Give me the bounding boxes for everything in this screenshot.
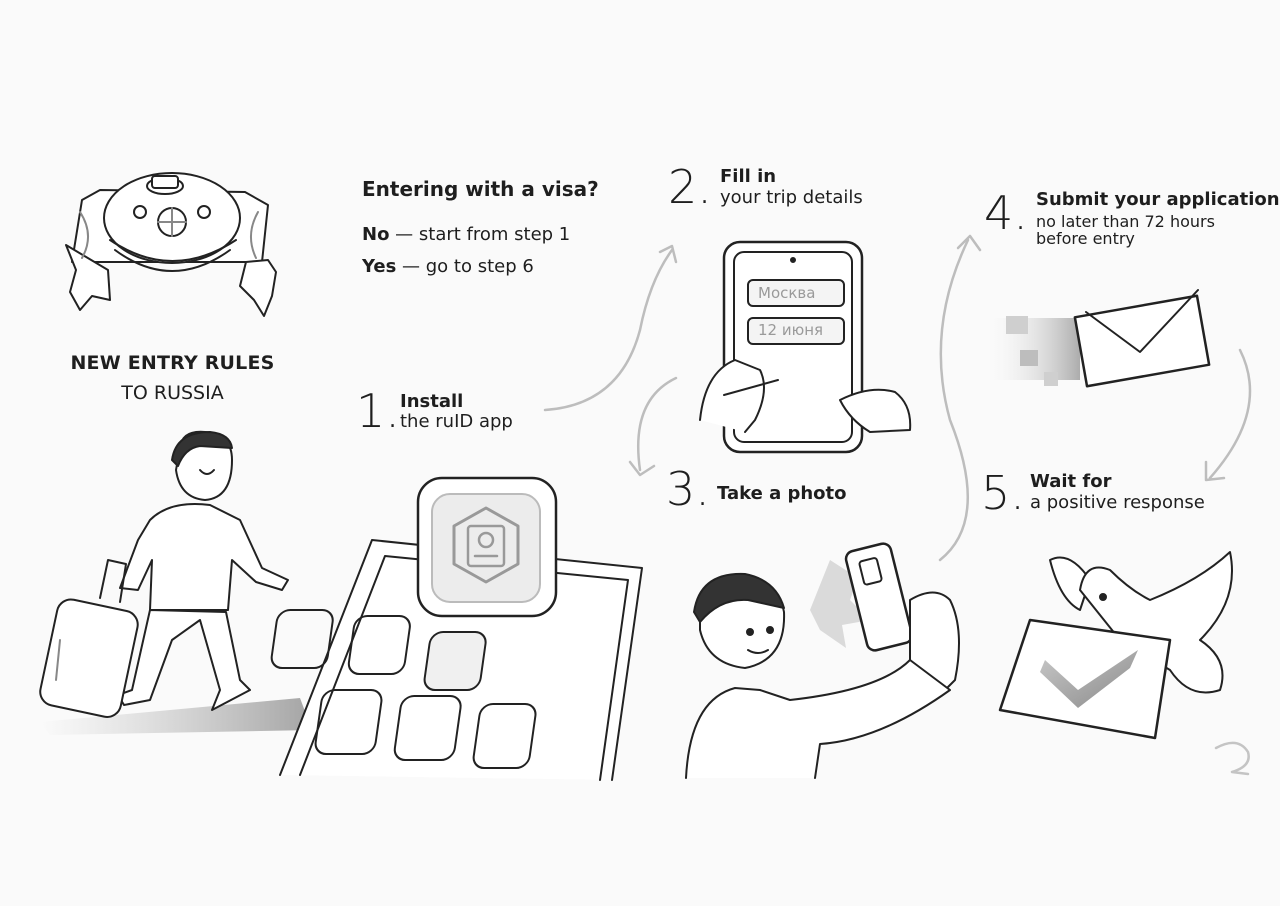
visa-question: Entering with a visa? bbox=[362, 177, 599, 201]
step-3-title: Take a photo bbox=[717, 483, 847, 504]
phone-form-icon bbox=[699, 240, 912, 454]
city-field: Москва bbox=[758, 284, 816, 302]
step-2-title: Fill in bbox=[720, 166, 777, 187]
step-4-number: 4. bbox=[984, 186, 1028, 240]
ruid-app-icon bbox=[270, 476, 643, 781]
karavai-bread-icon bbox=[65, 172, 277, 317]
step-1-number: 1. bbox=[356, 384, 400, 438]
visa-yes-label: Yes bbox=[362, 256, 397, 277]
selfie-person-icon bbox=[685, 542, 960, 779]
step-2-number: 2. bbox=[668, 160, 712, 214]
step-5-subtitle: a positive response bbox=[1030, 492, 1205, 513]
step-1-title: Install bbox=[400, 391, 464, 412]
visa-no-line: No — start from step 1 bbox=[362, 224, 570, 245]
step-4-subtitle-line1: no later than 72 hours bbox=[1036, 212, 1215, 231]
step-2-subtitle: your trip details bbox=[720, 187, 863, 208]
envelope-icon bbox=[990, 289, 1211, 388]
traveler-with-suitcase-icon bbox=[39, 430, 312, 735]
step-4-subtitle-line2: before entry bbox=[1036, 229, 1135, 248]
curved-arrow-icon bbox=[543, 234, 1252, 562]
step-5-title: Wait for bbox=[1030, 471, 1112, 492]
visa-yes-text: — go to step 6 bbox=[396, 256, 534, 277]
visa-no-label: No bbox=[362, 224, 390, 245]
corner-logo-icon bbox=[1214, 741, 1250, 776]
step-3-number: 3. bbox=[666, 462, 710, 516]
step-4-title: Submit your application bbox=[1036, 189, 1280, 210]
visa-no-text: — start from step 1 bbox=[389, 224, 571, 245]
visa-yes-line: Yes — go to step 6 bbox=[362, 256, 534, 277]
date-field: 12 июня bbox=[758, 321, 824, 339]
page-subtitle: TO RUSSIA bbox=[121, 382, 224, 404]
step-5-number: 5. bbox=[981, 466, 1025, 520]
step-1-subtitle: the ruID app bbox=[400, 411, 513, 432]
page-title: NEW ENTRY RULES bbox=[70, 352, 275, 374]
dove-with-check-icon bbox=[998, 551, 1233, 740]
